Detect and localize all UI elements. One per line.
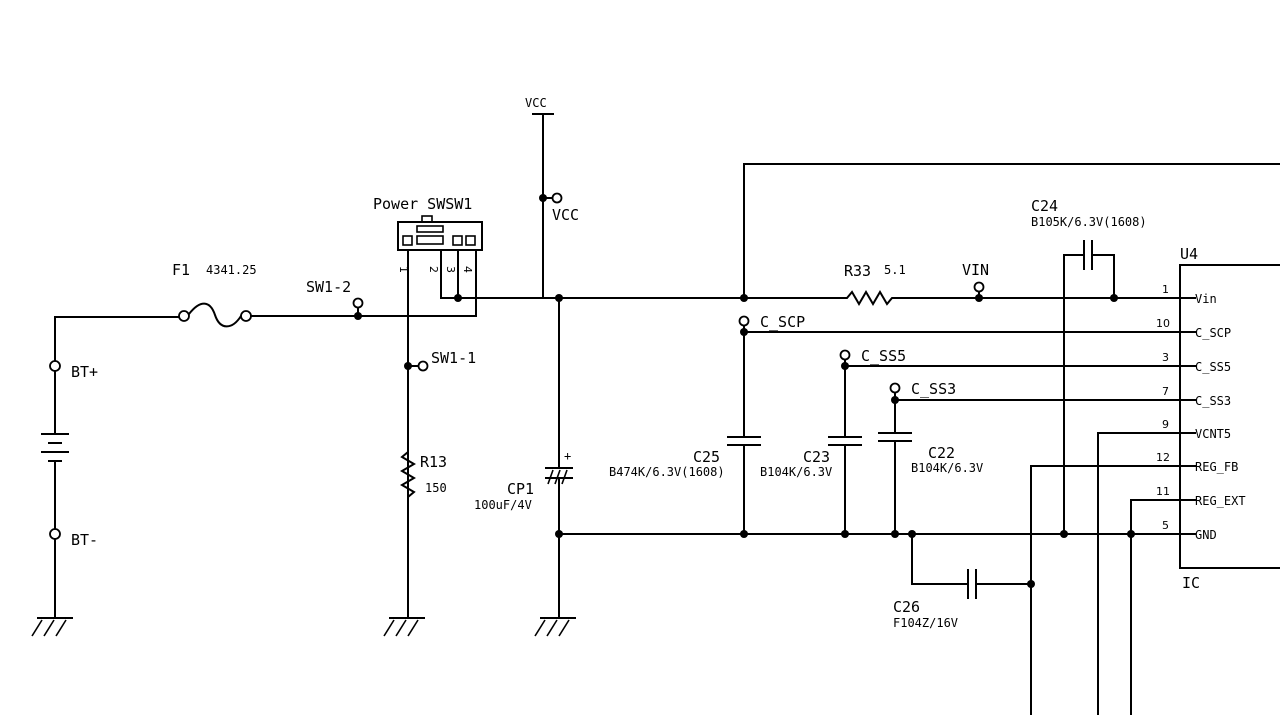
c22-ref: C22 — [928, 444, 955, 462]
resistor-r33: R33 5.1 — [841, 262, 906, 307]
ic-pin-name-reg-ext: REG_EXT — [1195, 494, 1246, 508]
sw1-2-label: SW1-2 — [306, 278, 351, 296]
ic-pin-num-7: 7 — [1162, 385, 1169, 398]
ic-pin-name-c-ss5: C_SS5 — [1195, 360, 1231, 374]
c22-value: B104K/6.3V — [911, 461, 983, 475]
ic-pin-num-12: 12 — [1156, 451, 1170, 464]
switch-pin-3: 3 — [444, 266, 457, 273]
vcc-top-label: VCC — [525, 96, 547, 110]
ic-pin-num-11: 11 — [1156, 485, 1170, 498]
ic-pin-name-gnd: GND — [1195, 528, 1217, 542]
ic-pin-num-10: 10 — [1156, 317, 1170, 330]
power-switch-sw1: Power SWSW1 1 2 3 4 — [373, 195, 483, 273]
c-ss3-label: C_SS3 — [911, 380, 956, 398]
ic-pin-name-c-ss3: C_SS3 — [1195, 394, 1231, 408]
ground-symbol-r13 — [383, 617, 425, 637]
c25-ref: C25 — [693, 448, 720, 466]
ic-ref: U4 — [1180, 245, 1198, 263]
cp1-value: 100uF/4V — [474, 498, 532, 512]
capacitor-cp1: + CP1 100uF/4V — [474, 449, 573, 512]
r13-value: 150 — [425, 481, 447, 495]
fuse-ref: F1 — [172, 261, 190, 279]
vin-label: VIN — [962, 261, 989, 279]
fuse-value: 4341.25 — [206, 263, 257, 277]
sw1-1-testpoint[interactable] — [417, 360, 429, 372]
c23-ref: C23 — [803, 448, 830, 466]
svg-text:+: + — [564, 449, 571, 463]
resistor-r13: R13 150 — [400, 447, 447, 501]
c25-value: B474K/6.3V(1608) — [609, 465, 725, 479]
c-ss5-testpoint[interactable] — [839, 349, 851, 361]
c23-value: B104K/6.3V — [760, 465, 832, 479]
c24-ref: C24 — [1031, 197, 1058, 215]
vcc-power-symbol: VCC — [525, 96, 554, 299]
ic-pin-num-3: 3 — [1162, 351, 1169, 364]
capacitor-c26: C26 F104Z/16V — [893, 533, 1032, 630]
fuse-f1: F1 4341.25 — [172, 261, 257, 328]
r33-value: 5.1 — [884, 263, 906, 277]
bt-plus-label: BT+ — [71, 363, 98, 381]
vcc-tap-label: VCC — [552, 206, 579, 224]
r33-ref: R33 — [844, 262, 871, 280]
c-scp-testpoint[interactable] — [738, 315, 750, 327]
ic-pin-num-1: 1 — [1162, 283, 1169, 296]
ic-type: IC — [1182, 574, 1200, 592]
battery: BT+ BT- — [41, 316, 98, 619]
switch-pin-1: 1 — [397, 266, 410, 273]
ic-pin-num-5: 5 — [1162, 519, 1169, 532]
r13-ref: R13 — [420, 453, 447, 471]
switch-pin-2: 2 — [427, 266, 440, 273]
capacitor-c24: C24 B105K/6.3V(1608) — [1031, 197, 1147, 535]
ic-u4: U4 IC 1 Vin 10 C_SCP 3 C_SS5 7 C_SS3 9 V… — [1156, 245, 1280, 592]
ic-pin-name-c-scp: C_SCP — [1195, 326, 1231, 340]
c-ss3-testpoint[interactable] — [889, 382, 901, 394]
vcc-testpoint[interactable] — [551, 192, 563, 204]
capacitor-c25: C25 B474K/6.3V(1608) — [609, 436, 761, 479]
bt-minus-label: BT- — [71, 531, 98, 549]
ic-pin-name-reg-fb: REG_FB — [1195, 460, 1238, 474]
c24-value: B105K/6.3V(1608) — [1031, 215, 1147, 229]
sw1-1-label: SW1-1 — [431, 349, 476, 367]
vin-testpoint[interactable] — [973, 281, 985, 293]
cp1-ref: CP1 — [507, 480, 534, 498]
sw1-2-testpoint[interactable] — [352, 297, 364, 309]
ic-pin-name-vin: Vin — [1195, 292, 1217, 306]
bt-minus-terminal[interactable] — [49, 528, 61, 540]
ic-pin-name-vcnt5: VCNT5 — [1195, 427, 1231, 441]
c26-ref: C26 — [893, 598, 920, 616]
c-ss5-label: C_SS5 — [861, 347, 906, 365]
ground-symbol-cp1 — [534, 617, 576, 637]
switch-pin-4: 4 — [461, 266, 474, 273]
ic-pin-num-9: 9 — [1162, 418, 1169, 431]
c-scp-label: C_SCP — [760, 313, 805, 331]
c26-value: F104Z/16V — [893, 616, 958, 630]
switch-ref: Power SWSW1 — [373, 195, 472, 213]
bt-plus-terminal[interactable] — [49, 360, 61, 372]
ground-symbol-battery — [31, 617, 73, 637]
capacitor-c23: C23 B104K/6.3V — [760, 436, 862, 479]
